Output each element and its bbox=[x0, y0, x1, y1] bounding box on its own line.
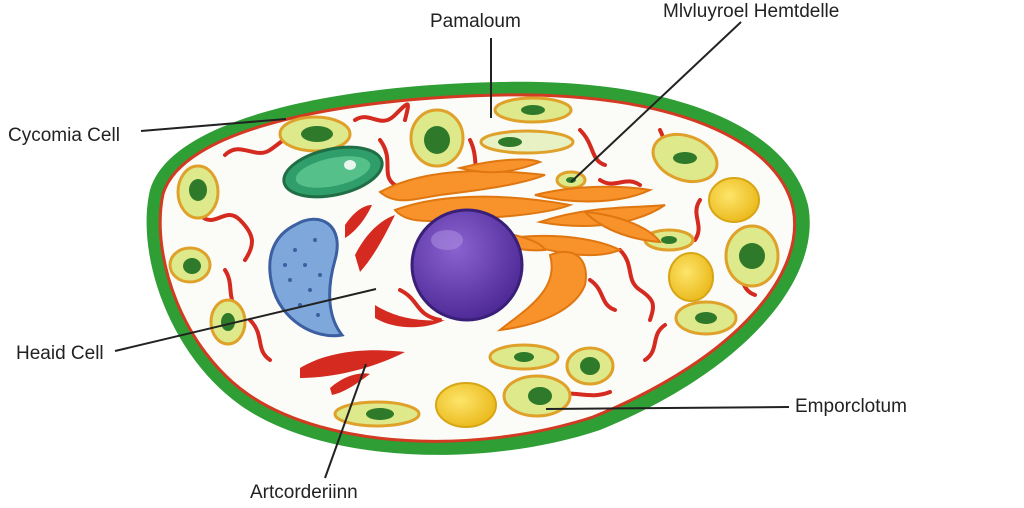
label-heaid-cell: Heaid Cell bbox=[16, 343, 104, 364]
chloroplast bbox=[333, 400, 421, 428]
chloroplasts bbox=[168, 96, 780, 428]
nucleus bbox=[410, 208, 524, 322]
chloroplast bbox=[674, 300, 738, 336]
leader-line-cycomia bbox=[140, 118, 287, 132]
chloroplast bbox=[555, 170, 587, 190]
label-cycomia-cell: Cycomia Cell bbox=[8, 125, 120, 146]
mitochondrion bbox=[282, 145, 384, 199]
leader-lines bbox=[114, 21, 790, 479]
chloroplast bbox=[565, 346, 615, 386]
nucleus-highlight bbox=[431, 230, 463, 250]
chloroplast bbox=[502, 374, 572, 418]
chloroplast bbox=[488, 343, 560, 371]
chloroplast bbox=[651, 132, 719, 184]
chloroplast bbox=[176, 164, 220, 220]
chloroplast bbox=[493, 96, 573, 124]
label-artcorderiinn: Artcorderiinn bbox=[250, 482, 358, 503]
leader-line-heaid bbox=[114, 288, 377, 352]
vesicles bbox=[435, 177, 760, 428]
vacuole bbox=[268, 217, 345, 338]
leader-line-emporclotum bbox=[545, 406, 790, 410]
er-tubes bbox=[300, 205, 445, 395]
chloroplast bbox=[724, 224, 780, 288]
chloroplast bbox=[278, 115, 352, 153]
label-pamaloum: Pamaloum bbox=[430, 11, 521, 32]
chloroplast bbox=[409, 108, 465, 168]
leader-line-artcorderiinn bbox=[324, 363, 367, 479]
chloroplast bbox=[479, 129, 575, 155]
chloroplast bbox=[168, 246, 212, 284]
label-emporclotum: Emporclotum bbox=[795, 396, 907, 417]
chloroplast bbox=[209, 298, 247, 346]
label-mitochondrial: Mlvluyroel Hemtdelle bbox=[663, 1, 840, 22]
leader-line-mitochondrial bbox=[570, 21, 742, 183]
